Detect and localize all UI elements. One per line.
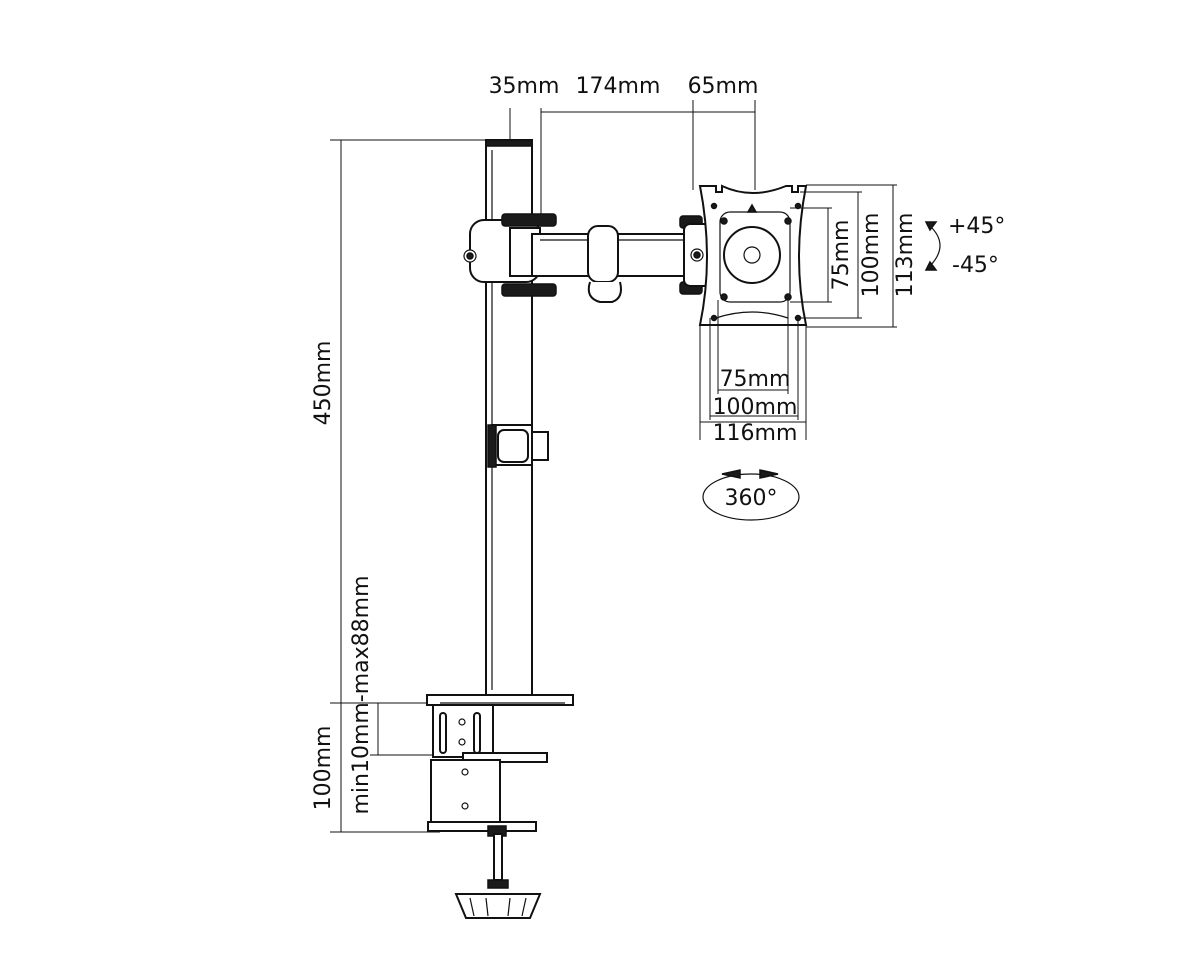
- dim-plate-113: 113mm: [893, 213, 918, 298]
- vesa-plate: [698, 184, 808, 326]
- swivel-label: 360°: [725, 486, 778, 511]
- dim-vesa-75-vertical: 75mm: [829, 220, 854, 291]
- dim-35mm-label: 35mm: [489, 74, 560, 99]
- dim-65mm-label: 65mm: [688, 74, 759, 99]
- tilt-icon: [924, 221, 941, 271]
- desk-clamp: [426, 694, 574, 919]
- dim-450mm-label: 450mm: [311, 341, 336, 426]
- dim-plate-116: 116mm: [713, 421, 798, 446]
- dim-clamp-range-label: min10mm-max88mm: [349, 575, 374, 814]
- dim-vesa-100-vertical: 100mm: [859, 213, 884, 298]
- dim-100mm-clamp-label: 100mm: [311, 726, 336, 811]
- dim-vesa-100-horizontal: 100mm: [713, 395, 798, 420]
- tilt-down-label: -45°: [952, 253, 999, 278]
- dim-vesa-75-horizontal: 75mm: [720, 367, 791, 392]
- swivel-icon: [702, 469, 800, 521]
- plate-horizontal-dimensions: [699, 300, 807, 440]
- plate-vertical-dimensions: [790, 184, 897, 328]
- left-dimension-lines: [330, 139, 488, 833]
- top-dimension-lines: [509, 100, 756, 215]
- tilt-up-label: +45°: [948, 214, 1005, 239]
- arm: [531, 225, 691, 303]
- dim-174mm-label: 174mm: [576, 74, 661, 99]
